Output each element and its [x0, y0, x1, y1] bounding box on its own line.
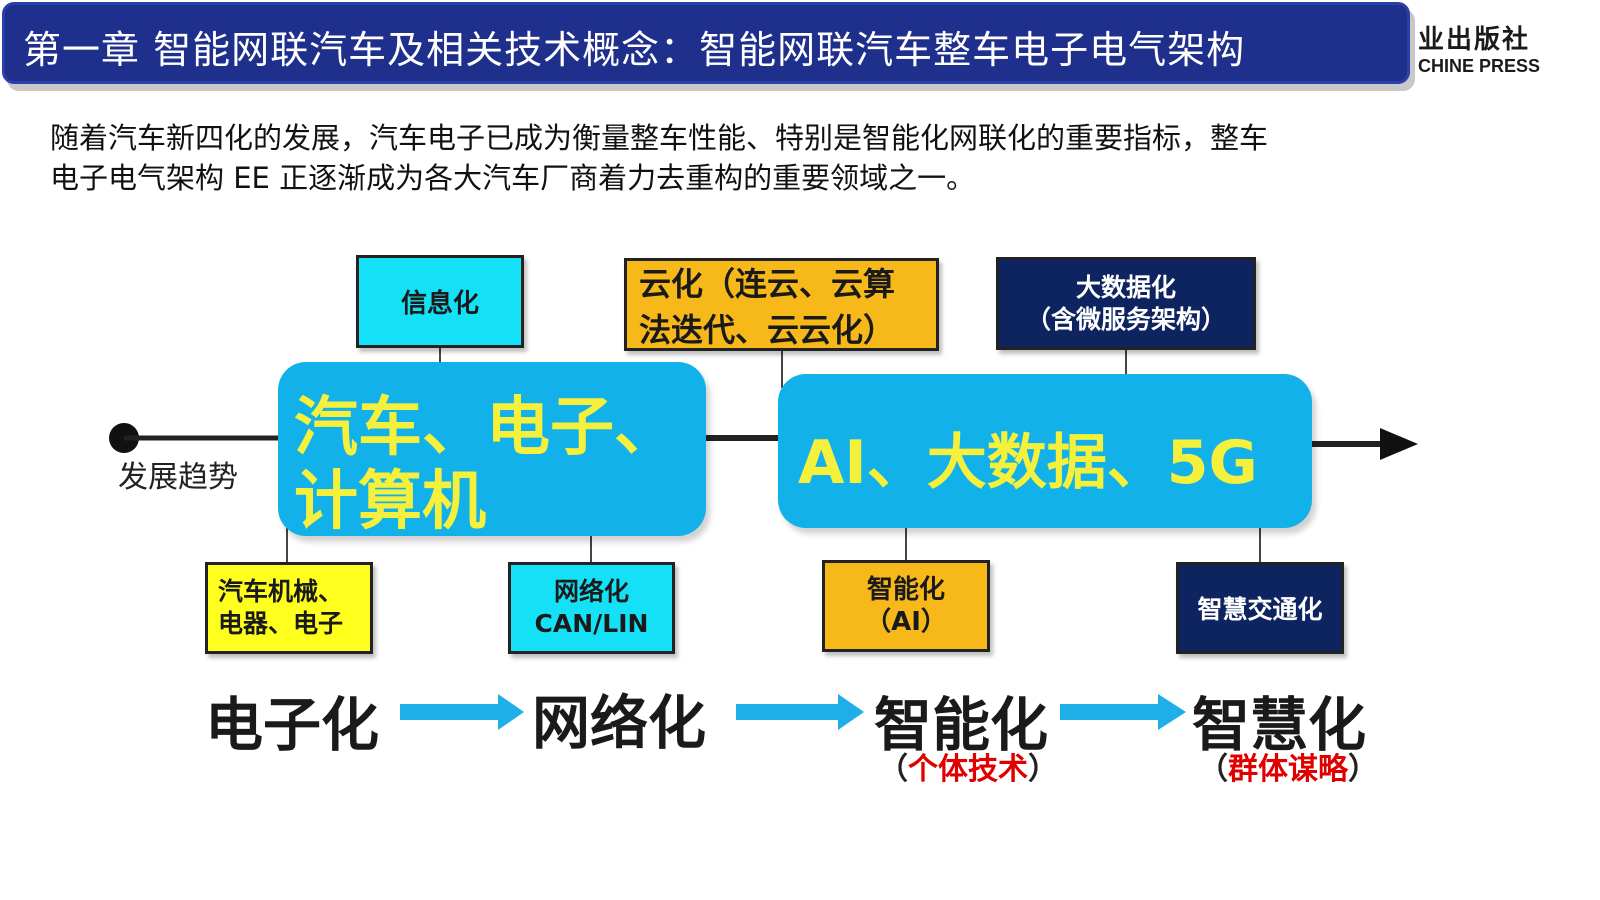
blob-right-text: AI、大数据、5G: [798, 428, 1258, 498]
stage-smart: 智慧化: [1192, 691, 1367, 759]
box-ai-line-2: （AI）: [865, 607, 947, 637]
box-mech-line-1: 汽车机械、: [218, 577, 344, 606]
box-net-line-1: 网络化: [553, 577, 629, 606]
box-informatization: 信息化: [356, 255, 524, 348]
stage-networked: 网络化: [532, 689, 707, 757]
box-networking: 网络化 CAN/LIN: [508, 562, 675, 654]
logo-chinese: 业出版社: [1418, 25, 1531, 55]
note-s3-highlight: 个体技术: [908, 752, 1028, 787]
box-net-line-2: CAN/LIN: [534, 609, 649, 638]
box-intelligence: 智能化 （AI）: [822, 560, 990, 652]
blob-auto-electronics-computer: 汽车、电子、 计算机: [278, 362, 706, 539]
box-cloud-line-2: 法迭代、云云化）: [639, 310, 896, 349]
page-title: 第一章 智能网联汽车及相关技术概念：智能网联汽车整车电子电气架构: [23, 28, 1246, 72]
box-ai-line-1: 智能化: [866, 575, 945, 605]
blob-ai-bigdata-5g: AI、大数据、5G: [778, 374, 1312, 528]
box-bigdata: 大数据化 （含微服务架构）: [996, 257, 1256, 350]
note-s3-close: ）: [1028, 752, 1058, 787]
box-informatization-label: 信息化: [400, 289, 479, 319]
box-smart-traffic: 智慧交通化: [1176, 562, 1344, 654]
note-s4-close: ）: [1348, 752, 1378, 787]
timeline-arrowhead: [1380, 428, 1418, 460]
box-cloudification: 云化（连云、云算 法迭代、云云化）: [624, 258, 939, 351]
box-cloud-line-1: 云化（连云、云算: [639, 264, 896, 303]
logo-english: CHINE PRESS: [1418, 56, 1541, 76]
intro-paragraph: 随着汽车新四化的发展，汽车电子已成为衡量整车性能、特别是智能化网联化的重要指标，…: [50, 118, 1450, 198]
stage-intelligent-note: （个体技术）: [878, 744, 1058, 788]
intro-line-2: 电子电气架构 EE 正逐渐成为各大汽车厂商着力去重构的重要领域之一。: [50, 161, 976, 195]
box-mechanical-electrical: 汽车机械、 电器、电子: [205, 562, 373, 654]
title-bar: 第一章 智能网联汽车及相关技术概念：智能网联汽车整车电子电气架构: [2, 2, 1410, 84]
trend-label: 发展趋势: [118, 460, 238, 495]
stage-smart-note: （群体谋略）: [1198, 744, 1378, 788]
box-mech-line-2: 电器、电子: [218, 609, 344, 638]
note-s4-open: （: [1198, 752, 1228, 787]
flow-arrow-1: [400, 694, 524, 730]
intro-line-1: 随着汽车新四化的发展，汽车电子已成为衡量整车性能、特别是智能化网联化的重要指标，…: [50, 121, 1269, 155]
publisher-logo: 业出版社 CHINE PRESS: [1418, 24, 1598, 76]
stage-electronic: 电子化: [205, 691, 380, 759]
blob-left-line-1: 汽车、电子、: [294, 391, 678, 465]
blob-left-line-2: 计算机: [294, 465, 486, 539]
box-bigdata-line-1: 大数据化: [1075, 272, 1176, 302]
flow-arrow-3: [1060, 694, 1186, 730]
note-s3-open: （: [878, 752, 908, 787]
box-traffic-label: 智慧交通化: [1197, 595, 1323, 624]
note-s4-highlight: 群体谋略: [1228, 752, 1348, 787]
flow-arrow-2: [736, 694, 864, 730]
box-bigdata-line-2: （含微服务架构）: [1025, 304, 1226, 334]
stage-intelligent: 智能化: [874, 691, 1049, 759]
